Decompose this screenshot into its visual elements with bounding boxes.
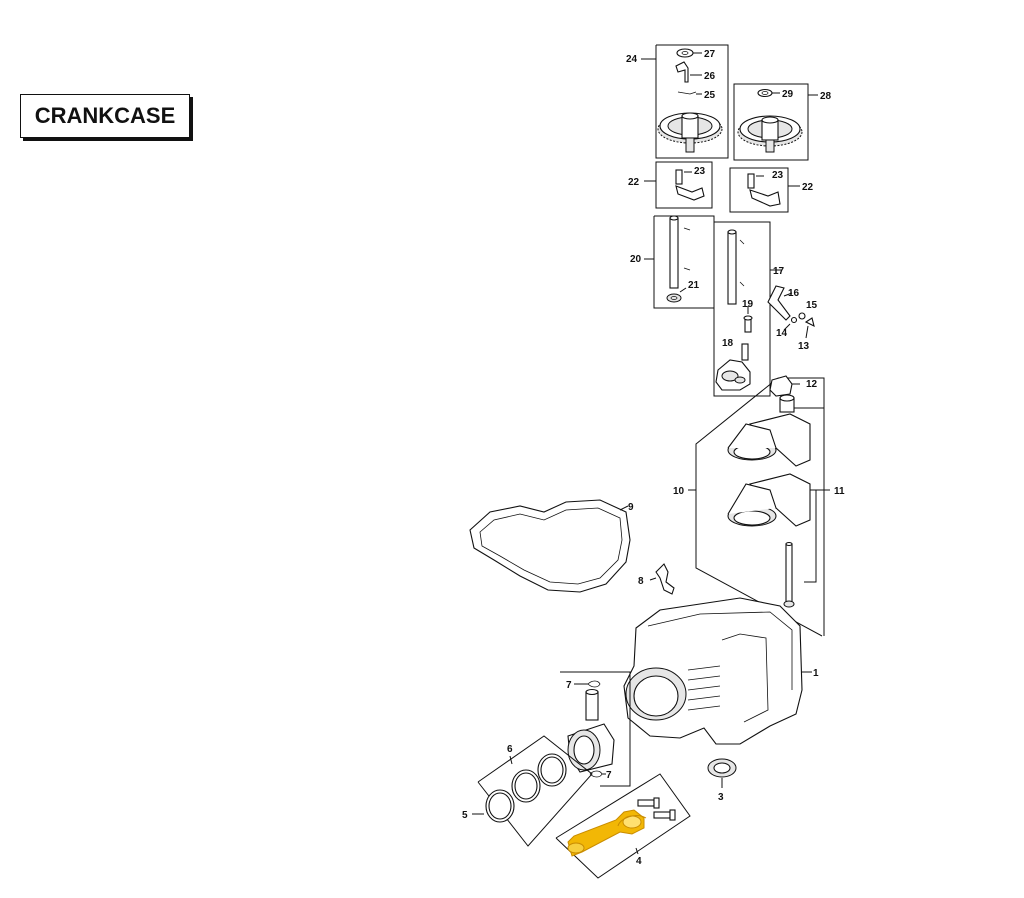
part-9-gasket	[469, 499, 631, 593]
part-18-pump	[715, 343, 751, 391]
part-24-gear	[657, 112, 723, 153]
part-piston	[567, 723, 615, 773]
part-12-bushing	[769, 375, 800, 397]
part-15-nut	[798, 312, 806, 320]
part-7-clip-upper	[574, 680, 601, 688]
part-16-lever	[767, 285, 793, 321]
group-17-bracket	[713, 221, 782, 397]
part-1-crankcase	[623, 597, 812, 745]
part-balance-shaft	[783, 541, 795, 608]
group-7-bracket	[560, 671, 631, 787]
group-24-bracket	[641, 44, 729, 159]
part-28-gear	[737, 115, 803, 153]
callout-3: 3	[718, 792, 724, 803]
group-22-right	[729, 167, 800, 213]
callout-21: 21	[688, 280, 700, 291]
callout-7-upper: 7	[566, 680, 572, 691]
callout-16: 16	[788, 288, 800, 299]
part-wrist-pin	[585, 688, 599, 721]
callout-18: 18	[722, 338, 734, 349]
callout-23-left: 23	[694, 166, 706, 177]
part-balance-weight-lower	[727, 473, 811, 527]
callout-19: 19	[742, 299, 754, 310]
part-13-bolt	[804, 317, 815, 339]
part-29-washer	[757, 88, 780, 98]
callout-25: 25	[704, 90, 716, 101]
part-rod-bolts	[637, 797, 676, 821]
callout-22-left: 22	[628, 177, 640, 188]
bushing-lower	[779, 394, 795, 413]
part-27-washer	[676, 48, 702, 58]
part-26-shaft	[675, 61, 702, 83]
callout-26: 26	[704, 71, 716, 82]
callout-29: 29	[782, 89, 794, 100]
callout-8: 8	[638, 576, 644, 587]
callout-20: 20	[630, 254, 642, 265]
part-3-seal	[707, 758, 737, 788]
callout-10: 10	[673, 486, 685, 497]
part-7-clip-lower	[589, 770, 606, 778]
group-20-shaft	[644, 215, 715, 309]
part-balance-weight-upper	[727, 413, 811, 467]
group-4-bracket	[555, 773, 691, 879]
callout-7-lower: 7	[606, 770, 612, 781]
callout-14: 14	[776, 328, 788, 339]
part-19-screw	[743, 306, 753, 333]
group-28-bracket	[733, 83, 818, 161]
part-14-washer	[783, 316, 798, 331]
callout-6: 6	[507, 744, 513, 755]
callout-17: 17	[773, 266, 785, 277]
diagram-title: CRANKCASE	[20, 94, 190, 138]
callout-1: 1	[813, 668, 819, 679]
callout-15: 15	[806, 300, 818, 311]
part-17-shaft	[727, 229, 745, 305]
part-4-connecting-rod	[567, 809, 647, 857]
callout-28: 28	[820, 91, 832, 102]
callout-12: 12	[806, 379, 818, 390]
callout-24: 24	[626, 54, 638, 65]
callout-11: 11	[834, 486, 845, 497]
group-22-left	[644, 161, 713, 209]
callout-22-right: 22	[802, 182, 814, 193]
callout-13: 13	[798, 341, 810, 352]
callout-4: 4	[636, 856, 642, 867]
callout-27: 27	[704, 49, 716, 60]
part-8-clip	[649, 563, 675, 595]
callout-5: 5	[462, 810, 468, 821]
part-5-ring-set	[472, 735, 593, 847]
callout-23-right: 23	[772, 170, 784, 181]
part-25-pin	[677, 91, 702, 95]
callout-9: 9	[628, 502, 634, 513]
